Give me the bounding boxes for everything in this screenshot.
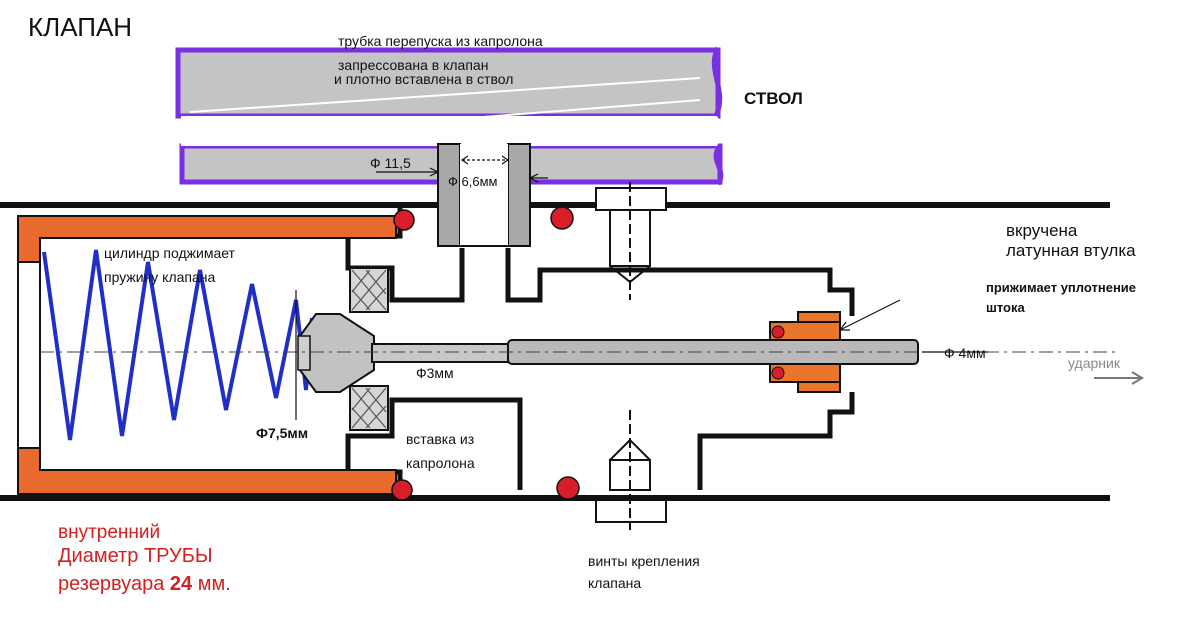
- valve-poppet: [297, 313, 919, 393]
- cylinder: [17, 215, 397, 495]
- screws-label-1: винты крепления: [588, 553, 700, 569]
- o-rings: [391, 206, 580, 501]
- cylinder-label-1: цилиндр поджимает: [104, 245, 236, 261]
- reservoir-unit: мм.: [192, 573, 231, 595]
- dimension-marks: [295, 155, 988, 420]
- valve-diameter-label: Ф7,5мм: [256, 425, 308, 441]
- barrel-bore: [181, 116, 718, 146]
- rod-diameter-label: Ф 4мм: [944, 345, 986, 361]
- sleeve-label-2: латунная втулка: [1006, 241, 1136, 260]
- pressed-label-2: и плотно вставлена в ствол: [334, 71, 513, 87]
- sleeve-label-1: вкручена: [1006, 221, 1078, 240]
- diagram-title: КЛАПАН: [28, 12, 132, 42]
- seal-label-1: прижимает уплотнение: [986, 280, 1136, 295]
- diameter-inner-label: Ф 6,6мм: [448, 174, 498, 189]
- insert-label-2: капролона: [406, 455, 475, 471]
- striker-arrow-icon: [1094, 371, 1144, 385]
- barrel-break-line: [711, 46, 724, 186]
- reservoir-tube: [0, 202, 1110, 501]
- cylinder-label-2: пружину клапана: [104, 269, 216, 285]
- stem-diameter-label: Ф3мм: [416, 365, 454, 381]
- reservoir-label-2: Диаметр ТРУБЫ: [58, 545, 213, 567]
- screws-label-2: клапана: [588, 575, 641, 591]
- seal-label-2: штока: [986, 300, 1025, 315]
- insert-label-1: вставка из: [406, 431, 474, 447]
- pressed-label-1: запрессована в клапан: [338, 57, 488, 73]
- reservoir-label-1: внутренний: [58, 522, 160, 543]
- reservoir-label-3: резервуара 24 мм.: [58, 573, 231, 595]
- capron-insert: [349, 267, 389, 431]
- reservoir-value: 24: [170, 573, 193, 595]
- reservoir-prefix: резервуара: [58, 573, 170, 595]
- bypass-tube-insert: [437, 143, 531, 247]
- brass-sleeve: [769, 311, 841, 393]
- mounting-screws: [595, 182, 667, 530]
- barrel-rifling: [189, 77, 701, 141]
- diameter-outer-label: Ф 11,5: [370, 155, 411, 171]
- bypass-tube-label: трубка перепуска из капролона: [338, 33, 543, 49]
- striker-label: ударник: [1068, 355, 1121, 371]
- barrel-label: СТВОЛ: [744, 89, 803, 108]
